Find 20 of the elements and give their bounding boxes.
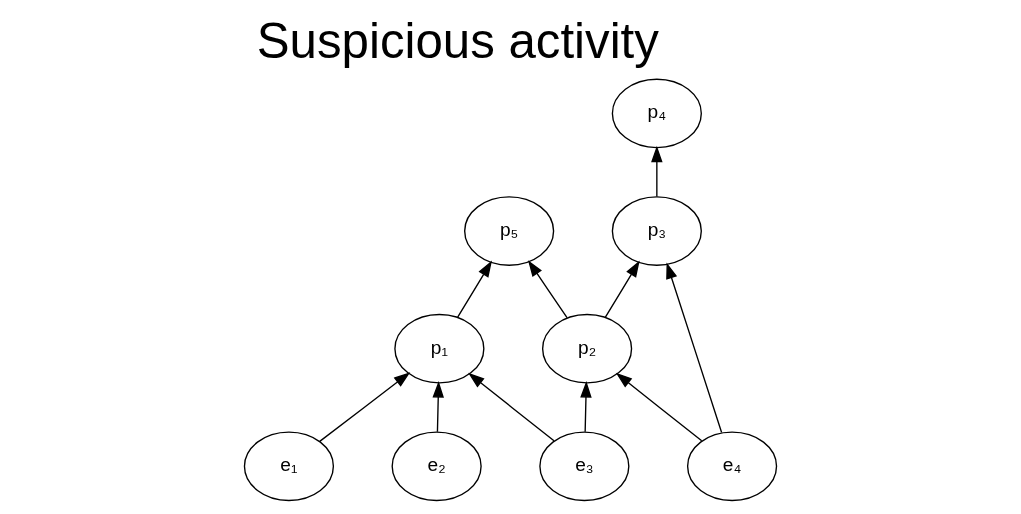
arrow xyxy=(651,145,663,198)
node-ellipse: e₂ xyxy=(391,431,482,502)
arrow xyxy=(604,260,640,318)
node-ellipse: e₁ xyxy=(243,431,335,502)
arrow xyxy=(527,260,568,319)
diagram-title: Suspicious activity xyxy=(256,13,659,69)
node-ellipse: p₄ xyxy=(611,78,702,149)
arrow xyxy=(457,260,492,318)
node-ellipse: e₃ xyxy=(539,431,630,502)
arrow xyxy=(615,372,703,442)
node-ellipse: p₂ xyxy=(541,313,633,384)
arrow xyxy=(468,372,555,442)
node-ellipse: p₅ xyxy=(464,196,555,266)
arrow xyxy=(319,372,411,443)
node-ellipse: p₃ xyxy=(611,196,702,266)
node-ellipse: e₄ xyxy=(686,431,778,502)
arrow xyxy=(580,381,592,433)
node-ellipse: p₁ xyxy=(394,313,485,384)
arrow xyxy=(666,262,723,434)
arrow xyxy=(432,381,444,433)
